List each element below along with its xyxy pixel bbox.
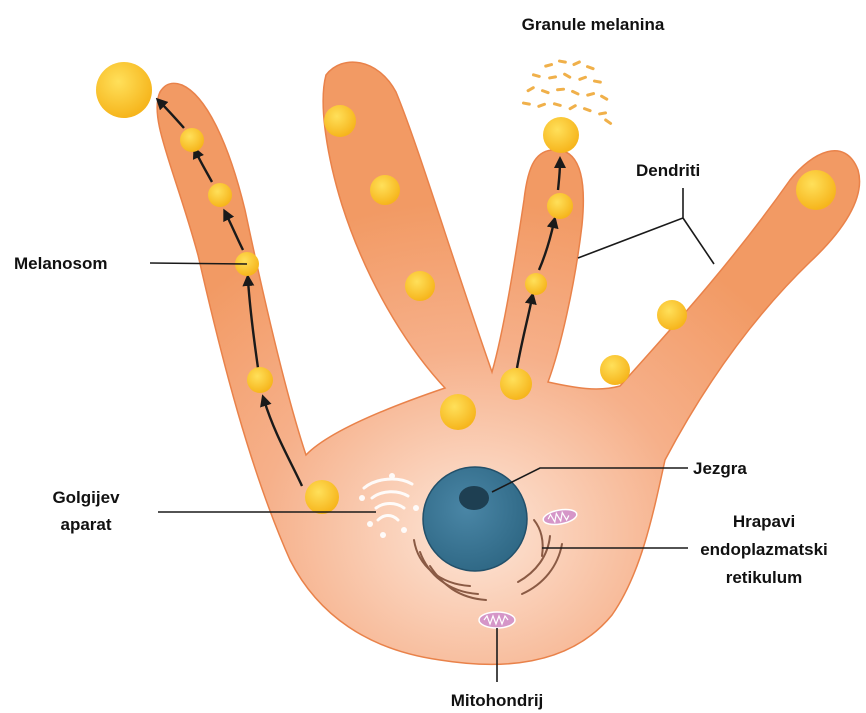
granule — [571, 89, 580, 96]
granule — [558, 59, 567, 64]
label-granules: Granule melanina — [522, 15, 665, 34]
label-melanosome: Melanosom — [14, 254, 108, 273]
granule — [532, 73, 541, 78]
golgi-vesicle — [359, 495, 365, 501]
label-golgi-line2: aparat — [60, 515, 111, 534]
melanosome — [600, 355, 630, 385]
melanosome — [657, 300, 687, 330]
melanosome — [305, 480, 339, 514]
golgi-vesicle — [413, 505, 419, 511]
label-rer-line2: endoplazmatski — [700, 540, 828, 559]
granule — [541, 89, 550, 95]
granule — [526, 86, 535, 93]
granule — [522, 101, 531, 106]
melanin-granules — [522, 59, 613, 125]
granule — [586, 92, 595, 97]
granule — [583, 107, 592, 113]
granule — [600, 94, 609, 101]
melanosome — [796, 170, 836, 210]
granule — [604, 118, 613, 126]
label-rer-line3: retikulum — [726, 568, 803, 587]
mitochondrion — [479, 612, 515, 628]
melanosome — [525, 273, 547, 295]
golgi-vesicle — [401, 527, 407, 533]
melanosome — [405, 271, 435, 301]
granule — [568, 104, 577, 111]
label-mitochondrion: Mitohondrij — [451, 691, 544, 710]
label-nucleus: Jezgra — [693, 459, 747, 478]
granule — [556, 88, 565, 92]
melanosome — [324, 105, 356, 137]
melanosome — [500, 368, 532, 400]
granule — [598, 111, 607, 116]
leader-dendrites — [578, 188, 714, 264]
granule — [544, 63, 553, 68]
melanosome — [208, 183, 232, 207]
melanosome — [440, 394, 476, 430]
melanosome-exiting — [543, 117, 579, 153]
golgi-vesicle — [380, 532, 386, 538]
granule — [578, 75, 587, 81]
melanosome — [247, 367, 273, 393]
granule — [537, 102, 546, 108]
golgi-vesicle — [367, 521, 373, 527]
nucleolus — [459, 486, 489, 510]
label-rer-line1: Hrapavi — [733, 512, 795, 531]
melanosome — [370, 175, 400, 205]
melanosome — [547, 193, 573, 219]
label-golgi-line1: Golgijev — [52, 488, 120, 507]
granule — [572, 60, 581, 67]
granule — [563, 72, 572, 79]
granule — [548, 75, 557, 80]
granule — [586, 65, 595, 71]
melanosome — [180, 128, 204, 152]
label-dendrites: Dendriti — [636, 161, 700, 180]
golgi-vesicle — [389, 473, 395, 479]
granule — [553, 102, 562, 107]
leader-melanosome — [150, 263, 247, 264]
granule — [593, 79, 602, 84]
melanosome-exiting — [96, 62, 152, 118]
